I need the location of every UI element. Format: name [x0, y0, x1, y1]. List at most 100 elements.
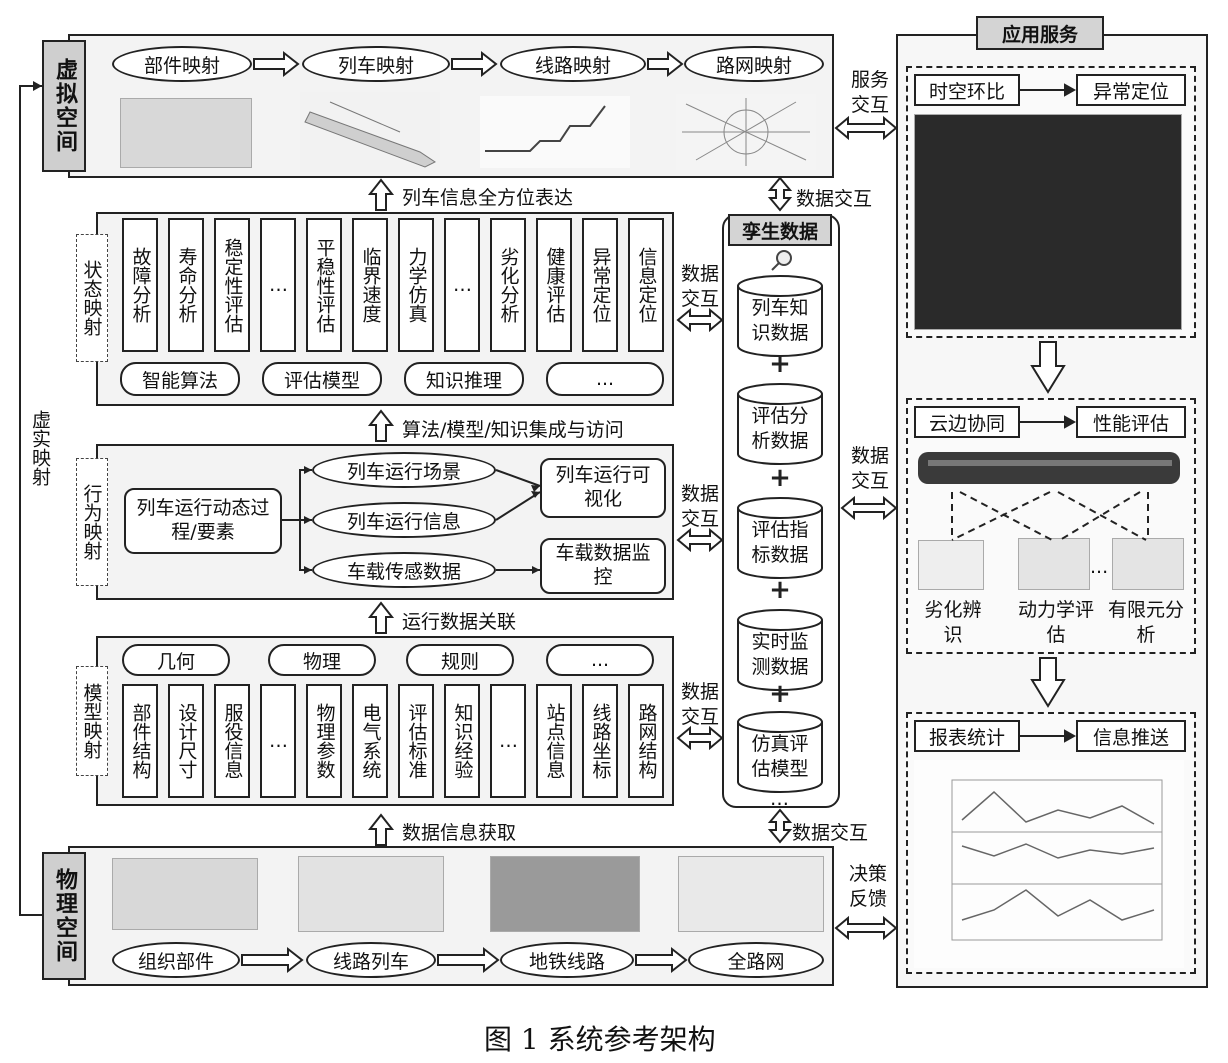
- app-item: 性能评估: [1076, 406, 1186, 438]
- bogie-model-image: [120, 98, 252, 168]
- arrow-down-icon: [1030, 341, 1066, 394]
- report-chart-image: [914, 760, 1184, 968]
- bogie-3d-photo: [914, 114, 1182, 330]
- data-interaction-label-behavior: 数据交互: [680, 483, 719, 530]
- search-icon: [771, 250, 792, 271]
- app-item: 时空环比: [914, 74, 1020, 106]
- twin-store-label: 评估分析数据: [751, 405, 809, 452]
- state-cell: 劣化分析: [490, 218, 526, 352]
- train-3d-image: [300, 92, 440, 172]
- arrow-down-icon: [1030, 657, 1066, 708]
- state-cell: …: [260, 218, 296, 352]
- behavior-process-box: 列车运行动态过程/要素: [124, 488, 282, 554]
- mapping-line: 线路映射: [500, 46, 646, 82]
- data-interaction-label-bottom: 数据交互: [792, 822, 869, 844]
- model-category: 几何: [122, 644, 230, 676]
- arrow-label-train-info: 列车信息全方位表达: [402, 187, 574, 209]
- behavior-scene: 列车运行场景: [312, 452, 496, 488]
- arrow-right-icon: [241, 946, 304, 974]
- state-cell: 异常定位: [582, 218, 618, 352]
- state-cell: 力学仿真: [398, 218, 434, 352]
- double-arrow-icon: [767, 176, 793, 212]
- arrow-up-icon: [367, 178, 395, 211]
- twin-more: …: [770, 788, 789, 810]
- arrow-right-icon: [33, 81, 42, 91]
- state-method: ...: [546, 362, 664, 396]
- arrow-right-icon: [451, 50, 498, 78]
- state-cell: 故障分析: [122, 218, 158, 352]
- app-item: 报表统计: [914, 720, 1020, 752]
- double-arrow-icon: [676, 527, 724, 553]
- plus-icon: +: [769, 575, 791, 605]
- model-category: 物理: [268, 644, 376, 676]
- twin-store-label: 评估指标数据: [751, 519, 809, 566]
- app-item: 异常定位: [1076, 74, 1186, 106]
- arrow-up-icon: [367, 601, 395, 634]
- plus-icon: +: [769, 463, 791, 493]
- state-method: 评估模型: [262, 362, 382, 396]
- tunnel-photo: [490, 856, 640, 932]
- app-box-performance: [906, 398, 1196, 654]
- network-photo: [678, 856, 824, 932]
- state-cell: 信息定位: [628, 218, 664, 352]
- arrow-right-icon: [647, 50, 684, 78]
- physical-train: 线路列车: [306, 942, 436, 978]
- app-item: 云边协同: [914, 406, 1020, 438]
- model-mapping-label: 模型映射: [76, 666, 108, 776]
- double-arrow-icon: [676, 307, 724, 333]
- plus-icon: +: [769, 679, 791, 709]
- model-cell: 站点信息: [536, 684, 572, 798]
- behavior-monitor: 车载数据监控: [540, 538, 666, 594]
- behavior-sensor: 车载传感数据: [312, 552, 496, 588]
- train-photo: [298, 856, 444, 932]
- arrow-up-icon: [367, 409, 395, 442]
- data-interaction-label-state: 数据交互: [680, 263, 719, 310]
- dynamics-image: [1018, 538, 1090, 590]
- arrow-up-icon: [367, 813, 395, 846]
- network-map-image: [676, 94, 816, 170]
- model-cell: 部件结构: [122, 684, 158, 798]
- state-cell: …: [444, 218, 480, 352]
- twin-store-label: 仿真评估模型: [751, 733, 809, 780]
- model-cell: 服役信息: [214, 684, 250, 798]
- data-interaction-label-app: 数据交互: [850, 445, 889, 492]
- state-cell: 临界速度: [352, 218, 388, 352]
- decision-feedback-label: 决策反馈: [848, 863, 887, 910]
- line-map-image: [480, 96, 630, 168]
- state-cell: 寿命分析: [168, 218, 204, 352]
- model-category: ...: [546, 644, 654, 676]
- model-cell: 设计尺寸: [168, 684, 204, 798]
- plus-icon: +: [769, 349, 791, 379]
- arrow-label-algo: 算法/模型/知识集成与访问: [402, 419, 624, 441]
- model-category: 规则: [406, 644, 514, 676]
- mapping-train: 列车映射: [302, 46, 450, 82]
- state-cell: 稳定性评估: [214, 218, 250, 352]
- model-cell: 知识经验: [444, 684, 480, 798]
- app-service-title: 应用服务: [976, 16, 1104, 50]
- twin-store-label: 列车知识数据: [751, 297, 809, 344]
- arrow-right-icon: [437, 946, 500, 974]
- arrow-right-icon: [635, 946, 688, 974]
- app-sub-item: 劣化辨识: [924, 599, 982, 646]
- virtual-real-label: 虚实映射: [26, 410, 54, 486]
- physical-network: 全路网: [688, 942, 824, 978]
- mapping-network: 路网映射: [684, 46, 824, 82]
- behavior-info: 列车运行信息: [312, 502, 496, 538]
- app-sub-item: 动力学评估: [1017, 599, 1094, 646]
- twin-data-title: 孪生数据: [728, 214, 832, 246]
- model-cell: …: [490, 684, 526, 798]
- model-cell: 线路坐标: [582, 684, 618, 798]
- physical-component: 组织部件: [112, 942, 240, 978]
- data-interaction-label-model: 数据交互: [680, 681, 719, 728]
- double-arrow-icon: [767, 808, 793, 844]
- app-sub-item: 有限元分析: [1107, 599, 1184, 646]
- twin-store-label: 实时监测数据: [751, 631, 809, 678]
- figure-caption: 图 1 系统参考架构: [484, 1023, 716, 1056]
- physical-space-label: 物理空间: [42, 852, 86, 980]
